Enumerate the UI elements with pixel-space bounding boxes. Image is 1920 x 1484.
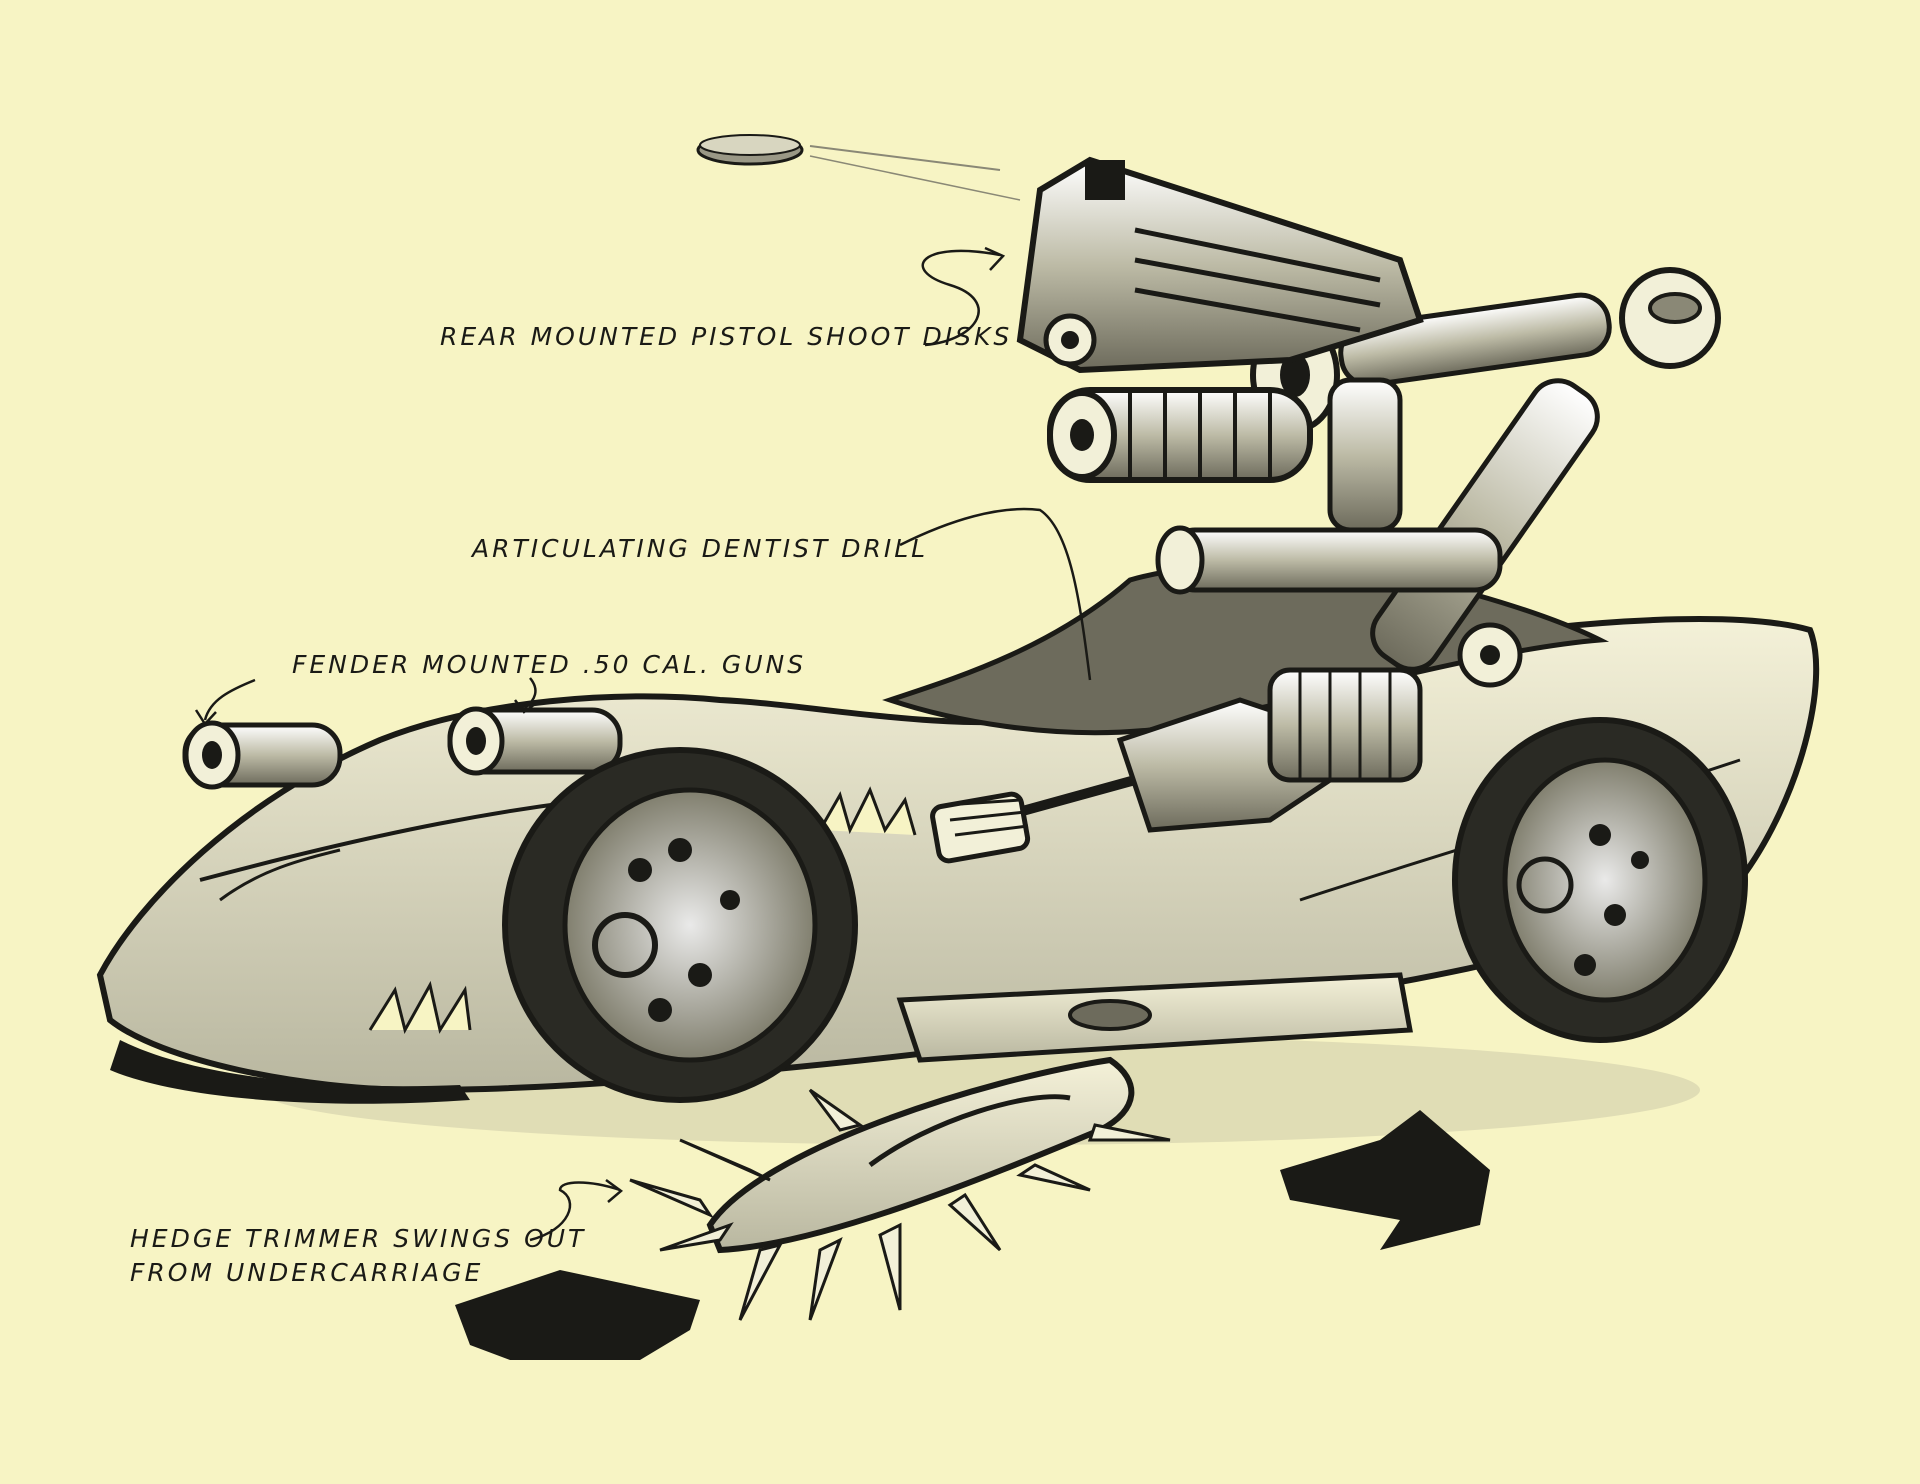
callout-rear-pistol: REAR MOUNTED PISTOL SHOOT DISKS <box>440 322 1013 351</box>
fender-gun-right <box>447 706 623 776</box>
callout-hedge-trimmer: HEDGE TRIMMER SWINGS OUT FROM UNDERCARRI… <box>130 1222 586 1290</box>
callout-fender-guns: FENDER MOUNTED .50 CAL. GUNS <box>292 650 807 679</box>
rear-pistol <box>1016 156 1424 483</box>
arrow-left-icon <box>455 1270 700 1360</box>
articulating-arm <box>1155 267 1721 672</box>
rear-wheel <box>1452 717 1748 1043</box>
callout-hedge-line-2: FROM UNDERCARRIAGE <box>130 1258 484 1287</box>
flying-disk <box>696 134 1021 201</box>
leader-lines <box>194 246 1092 1242</box>
arrow-right-icon <box>1280 1110 1490 1250</box>
front-wheel <box>502 747 858 1103</box>
callout-hedge-line-1: HEDGE TRIMMER SWINGS OUT <box>130 1224 587 1253</box>
hedge-trimmer <box>629 972 1413 1321</box>
callout-dentist-drill: ARTICULATING DENTIST DRILL <box>472 534 929 563</box>
dentist-drill <box>930 622 1523 864</box>
fender-gun-left <box>182 720 343 790</box>
